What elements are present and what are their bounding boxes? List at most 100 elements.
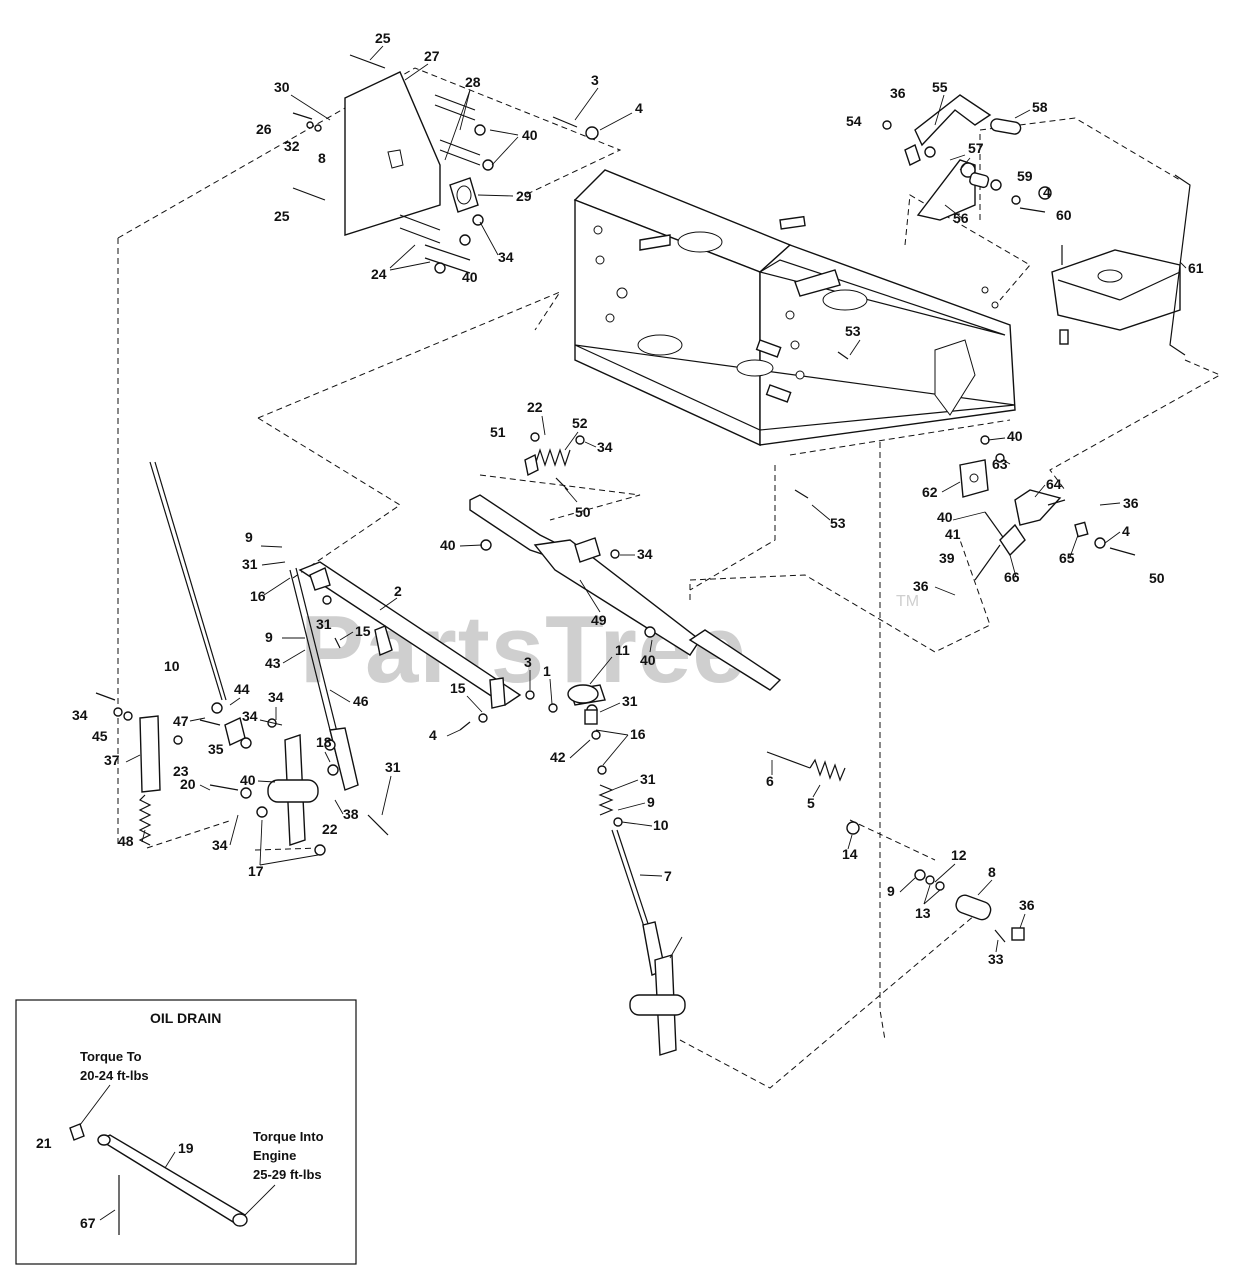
right-bracket-assembly bbox=[959, 435, 1136, 581]
callout: 36 bbox=[1019, 897, 1035, 913]
callout: 2 bbox=[394, 583, 402, 599]
callout: 23 bbox=[173, 763, 189, 779]
callout: 1 bbox=[543, 663, 551, 679]
callout: 54 bbox=[846, 113, 862, 129]
callout: 22 bbox=[322, 821, 338, 837]
callout: 6 bbox=[766, 773, 774, 789]
callout-labels: 25 27 30 28 26 32 8 40 29 25 34 24 40 3 … bbox=[72, 30, 1204, 967]
callout: 33 bbox=[988, 951, 1004, 967]
callout: 34 bbox=[72, 707, 88, 723]
callout: 7 bbox=[664, 868, 672, 884]
callout: 36 bbox=[1123, 495, 1139, 511]
callout: 37 bbox=[104, 752, 120, 768]
callout: 4 bbox=[1043, 184, 1051, 200]
spring-52 bbox=[524, 432, 585, 491]
callout: 31 bbox=[242, 556, 258, 572]
callout: 31 bbox=[385, 759, 401, 775]
torque-to-line-1: Torque To bbox=[80, 1049, 142, 1064]
torque-into-line-3: 25-29 ft-lbs bbox=[253, 1167, 322, 1182]
callout: 4 bbox=[1122, 523, 1130, 539]
callout: 63 bbox=[992, 456, 1008, 472]
callout: 61 bbox=[1188, 260, 1204, 276]
callout: 12 bbox=[951, 847, 967, 863]
callout: 64 bbox=[1046, 476, 1062, 492]
bolts bbox=[552, 116, 1052, 499]
callout: 40 bbox=[640, 652, 656, 668]
callout: 21 bbox=[36, 1135, 52, 1151]
callout: 15 bbox=[355, 623, 371, 639]
drain-hose-end bbox=[97, 1134, 111, 1146]
left-plate-assembly bbox=[292, 54, 494, 274]
callout: 28 bbox=[465, 74, 481, 90]
torque-to-line-2: 20-24 ft-lbs bbox=[80, 1068, 149, 1083]
callout: 36 bbox=[890, 85, 906, 101]
rod-assembly bbox=[766, 751, 1025, 943]
callout: 46 bbox=[353, 693, 369, 709]
callout: 57 bbox=[968, 140, 984, 156]
callout: 43 bbox=[265, 655, 281, 671]
callout: 41 bbox=[945, 526, 961, 542]
callout: 18 bbox=[316, 734, 332, 750]
callout: 15 bbox=[450, 680, 466, 696]
callout: 36 bbox=[913, 578, 929, 594]
callout: 3 bbox=[591, 72, 599, 88]
callout: 31 bbox=[622, 693, 638, 709]
callout: 55 bbox=[932, 79, 948, 95]
callout: 48 bbox=[118, 833, 134, 849]
callout: 49 bbox=[591, 612, 607, 628]
callout: 32 bbox=[284, 138, 300, 154]
handle-assembly bbox=[882, 94, 1046, 221]
assembly-dashed-lines bbox=[117, 67, 1222, 1089]
callout: 34 bbox=[268, 689, 284, 705]
leader-lines bbox=[125, 45, 1187, 959]
callout: 26 bbox=[256, 121, 272, 137]
callout: 40 bbox=[462, 269, 478, 285]
callout: 35 bbox=[208, 741, 224, 757]
callout: 9 bbox=[245, 529, 253, 545]
callout: 8 bbox=[318, 150, 326, 166]
callout: 22 bbox=[527, 399, 543, 415]
torque-into-line-1: Torque Into bbox=[253, 1129, 324, 1144]
muffler-and-rod bbox=[1051, 174, 1191, 356]
callout: 9 bbox=[887, 883, 895, 899]
callout: 14 bbox=[842, 846, 858, 862]
callout: 3 bbox=[524, 654, 532, 670]
callout: 9 bbox=[265, 629, 273, 645]
callout: 31 bbox=[640, 771, 656, 787]
callout: 16 bbox=[630, 726, 646, 742]
callout: 20 bbox=[180, 776, 196, 792]
drain-plug-21 bbox=[69, 1123, 85, 1141]
callout: 9 bbox=[647, 794, 655, 810]
callout: 24 bbox=[371, 266, 387, 282]
callout: 50 bbox=[575, 504, 591, 520]
callout: 67 bbox=[80, 1215, 96, 1231]
callout: 53 bbox=[830, 515, 846, 531]
callout: 58 bbox=[1032, 99, 1048, 115]
callout: 11 bbox=[615, 642, 630, 658]
callout: 60 bbox=[1056, 207, 1072, 223]
callout: 34 bbox=[498, 249, 514, 265]
callout: 38 bbox=[343, 806, 359, 822]
drain-hose-fitting bbox=[232, 1213, 248, 1227]
callout: 25 bbox=[274, 208, 290, 224]
callout: 40 bbox=[240, 772, 256, 788]
callout: 25 bbox=[375, 30, 391, 46]
callout: 59 bbox=[1017, 168, 1033, 184]
callout: 65 bbox=[1059, 550, 1075, 566]
callout: 4 bbox=[429, 727, 437, 743]
callout: 40 bbox=[937, 509, 953, 525]
callout: 34 bbox=[637, 546, 653, 562]
callout: 47 bbox=[173, 713, 189, 729]
callout: 29 bbox=[516, 188, 532, 204]
callout: 53 bbox=[845, 323, 861, 339]
callout: 13 bbox=[915, 905, 931, 921]
callout: 51 bbox=[490, 424, 506, 440]
callout: 50 bbox=[1149, 570, 1165, 586]
oil-drain-title: OIL DRAIN bbox=[150, 1010, 221, 1026]
callout: 16 bbox=[250, 588, 266, 604]
callout: 30 bbox=[274, 79, 290, 95]
callout: 52 bbox=[572, 415, 588, 431]
torque-into-line-2: Engine bbox=[253, 1148, 296, 1163]
callout: 42 bbox=[550, 749, 566, 765]
callout: 45 bbox=[92, 728, 108, 744]
